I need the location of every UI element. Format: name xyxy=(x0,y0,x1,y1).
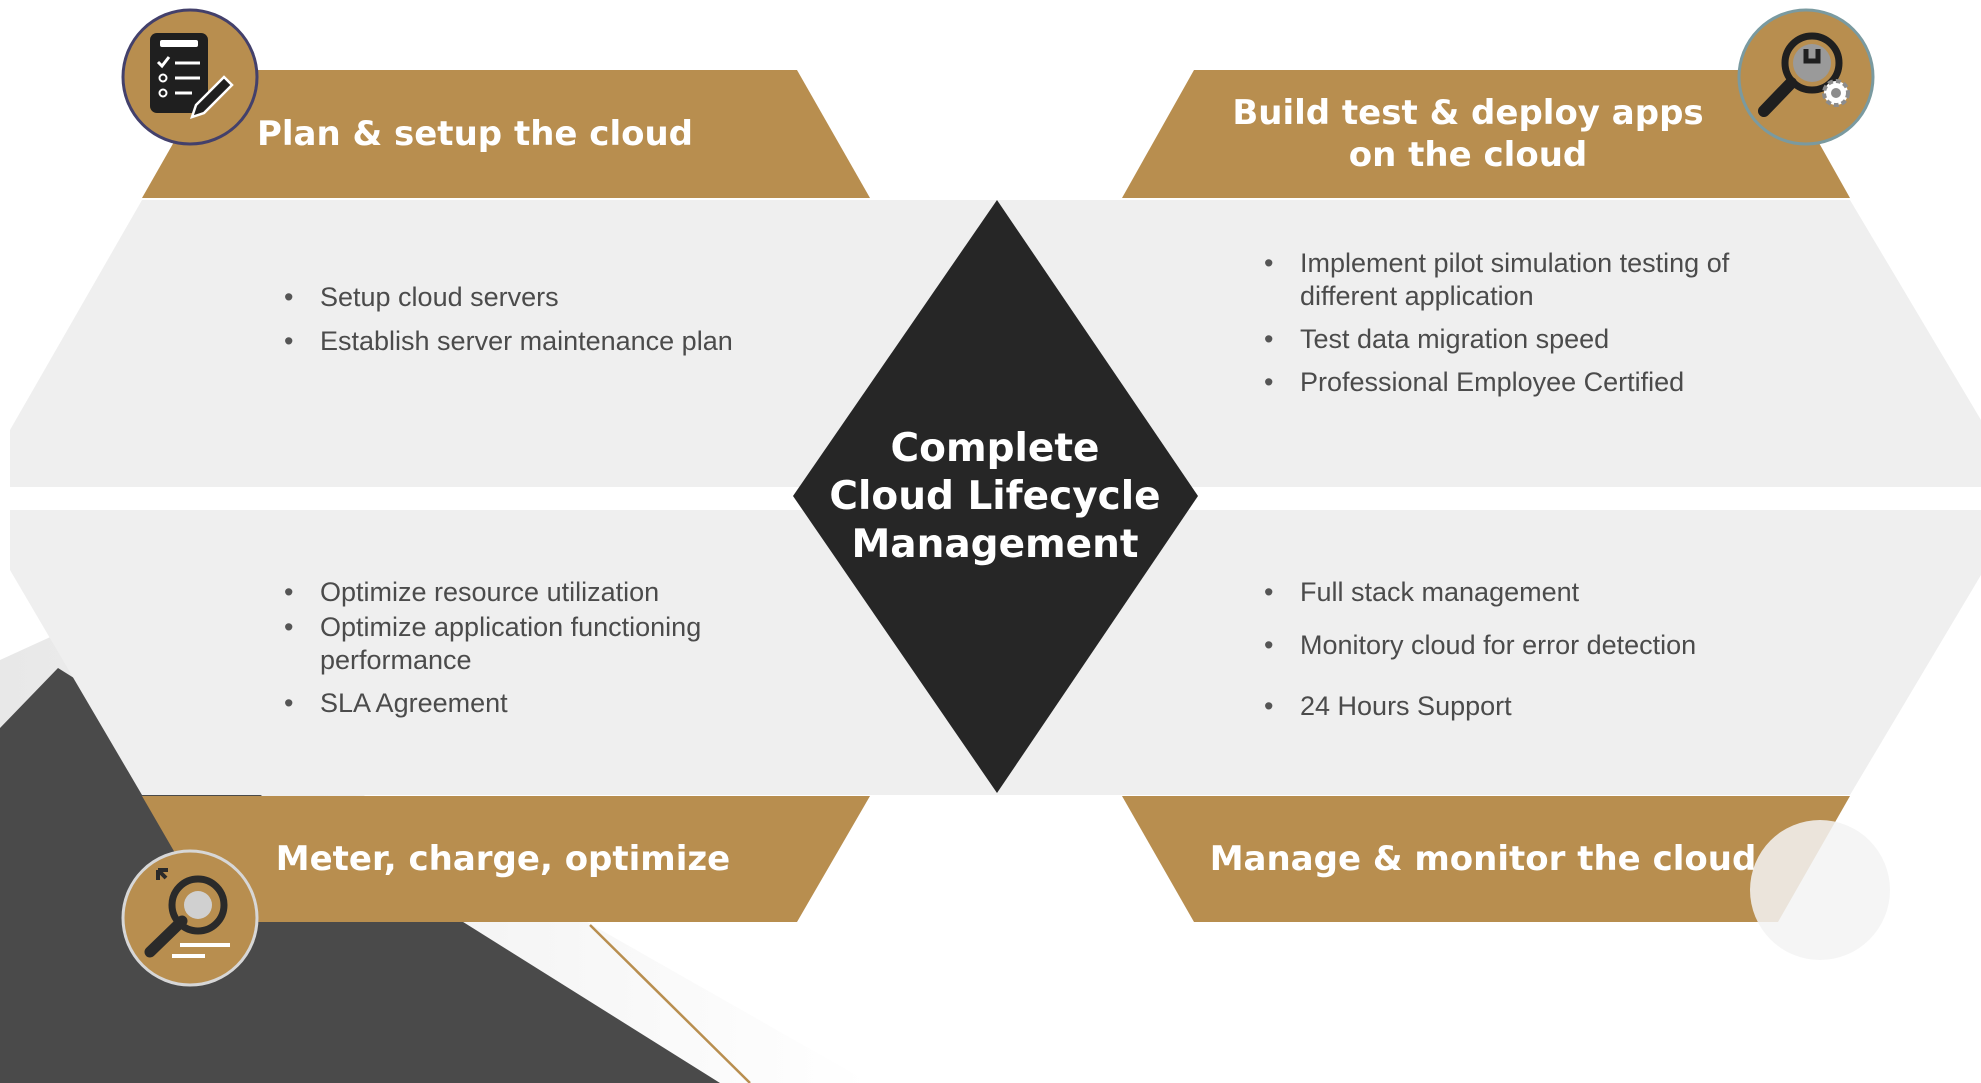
bullets-top-right: Implement pilot simulation testing of di… xyxy=(1264,247,1764,399)
center-diamond xyxy=(793,200,1198,793)
bullet-item: Full stack management xyxy=(1264,576,1824,609)
bullet-item: Monitory cloud for error detection xyxy=(1264,629,1824,662)
center-title: Complete Cloud Lifecycle Management xyxy=(790,425,1200,569)
decor-faint-circle xyxy=(1750,820,1890,960)
bullet-item: Establish server maintenance plan xyxy=(284,325,844,358)
title-top-left: Plan & setup the cloud xyxy=(256,114,694,154)
title-top-right: Build test & deploy apps on the cloud xyxy=(1203,92,1733,176)
title-bar-bottom-left xyxy=(142,796,870,922)
bullets-top-left: Setup cloud servers Establish server mai… xyxy=(284,281,844,358)
title-bottom-right: Manage & monitor the cloud xyxy=(1209,839,1757,879)
bullet-item: SLA Agreement xyxy=(284,687,764,720)
bullet-item: Setup cloud servers xyxy=(284,281,844,314)
bullet-item: Optimize application functioning perform… xyxy=(284,611,764,677)
center-title-line1: Complete xyxy=(890,426,1100,471)
title-top-right-line2: on the cloud xyxy=(1348,135,1588,175)
title-bar-bottom-right xyxy=(1122,796,1850,922)
bullets-bottom-left: Optimize resource utilization Optimize a… xyxy=(284,576,764,720)
bullets-bottom-right: Full stack management Monitory cloud for… xyxy=(1264,576,1824,723)
center-title-line3: Management xyxy=(851,522,1139,567)
bullet-item: Test data migration speed xyxy=(1264,323,1764,356)
bullet-item: Professional Employee Certified xyxy=(1264,366,1764,399)
bullet-item: Implement pilot simulation testing of di… xyxy=(1264,247,1764,313)
checklist-icon xyxy=(121,8,259,146)
title-top-right-line1: Build test & deploy apps xyxy=(1232,93,1704,133)
bullet-item: 24 Hours Support xyxy=(1264,690,1824,723)
decor-gold-line xyxy=(589,924,751,1083)
target-optimize-icon xyxy=(121,849,259,987)
title-bottom-left: Meter, charge, optimize xyxy=(275,839,731,879)
title-bar-top-right xyxy=(1122,70,1850,198)
search-wrench-icon xyxy=(1737,8,1875,146)
bullet-item: Optimize resource utilization xyxy=(284,576,764,609)
center-title-line2: Cloud Lifecycle xyxy=(829,474,1161,519)
title-bar-top-left xyxy=(142,70,870,198)
